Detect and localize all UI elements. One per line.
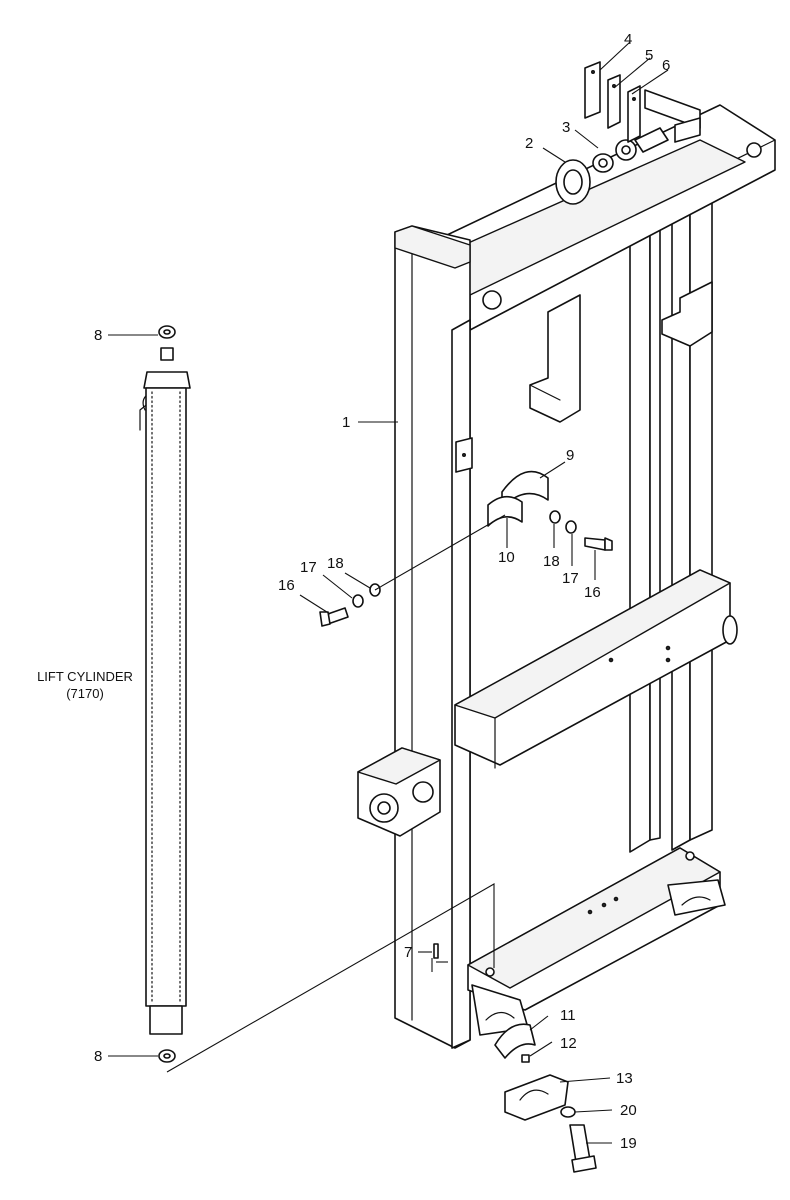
callout-17-right: 17 [562, 570, 579, 587]
roller-group [555, 61, 669, 205]
callout-8-top: 8 [94, 327, 102, 344]
callout-18-left: 18 [327, 555, 344, 572]
callout-6: 6 [662, 57, 670, 74]
callout-19: 19 [620, 1135, 637, 1152]
callout-7: 7 [404, 944, 412, 961]
callout-20: 20 [620, 1102, 637, 1119]
callout-13: 13 [616, 1070, 633, 1087]
callout-16-left: 16 [278, 577, 295, 594]
callout-9: 9 [566, 447, 574, 464]
clamp-group [319, 437, 613, 627]
outer-mast [357, 225, 738, 1049]
lift-cylinder-code: (7170) [66, 686, 104, 701]
callout-10: 10 [498, 549, 515, 566]
callouts: 1 2 3 4 5 6 7 8 8 9 10 11 12 13 16 16 17… [94, 31, 670, 1152]
lift-cylinder-label: LIFT CYLINDER [37, 669, 133, 684]
callout-17-left: 17 [300, 559, 317, 576]
lift-cylinder [139, 325, 191, 1063]
callout-11: 11 [560, 1007, 576, 1024]
callout-12: 12 [560, 1035, 577, 1052]
callout-2: 2 [525, 135, 533, 152]
callout-5: 5 [645, 47, 653, 64]
pin-part-7 [433, 943, 439, 959]
callout-4: 4 [624, 31, 632, 48]
callout-3: 3 [562, 119, 570, 136]
leader-lines [108, 41, 669, 1144]
callout-18-right: 18 [543, 553, 560, 570]
callout-8-bottom: 8 [94, 1048, 102, 1065]
callout-1: 1 [342, 414, 350, 431]
callout-16-right: 16 [584, 584, 601, 601]
